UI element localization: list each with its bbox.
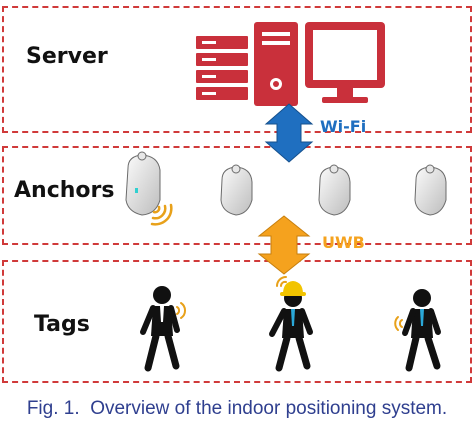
signal-waves-icon <box>176 302 187 319</box>
signal-waves-icon <box>394 316 403 331</box>
signal-waves-icon <box>150 203 173 226</box>
server-layer-box <box>2 6 472 133</box>
uwb-double-arrow <box>257 215 311 275</box>
figure-number: Fig. 1. <box>26 398 80 419</box>
signal-waves-icon <box>276 276 287 287</box>
hard-hat-icon <box>280 281 306 296</box>
uwb-link-label: UWB <box>322 233 365 252</box>
wifi-double-arrow <box>264 103 314 163</box>
figure-caption-text: Overview of the indoor positioning syste… <box>90 398 448 419</box>
tags-layer-box <box>2 260 472 383</box>
uwb-anchor-icon <box>125 151 161 216</box>
desktop-tower-icon <box>254 22 298 106</box>
wifi-link-label: Wi-Fi <box>320 117 367 136</box>
uwb-anchor-icon <box>220 164 253 216</box>
tags-layer-label: Tags <box>34 312 90 337</box>
uwb-anchor-icon <box>318 164 351 216</box>
uwb-anchor-icon <box>414 164 447 216</box>
anchors-layer-box <box>2 146 472 245</box>
anchors-layer-label: Anchors <box>14 178 115 203</box>
walking-person-icon <box>269 289 313 372</box>
monitor-icon <box>305 22 385 103</box>
server-rack-icon <box>196 36 248 100</box>
walking-person-icon <box>140 286 180 372</box>
walking-person-icon <box>402 289 441 372</box>
figure-caption: Fig. 1. Overview of the indoor positioni… <box>0 398 474 420</box>
server-layer-label: Server <box>26 44 108 69</box>
